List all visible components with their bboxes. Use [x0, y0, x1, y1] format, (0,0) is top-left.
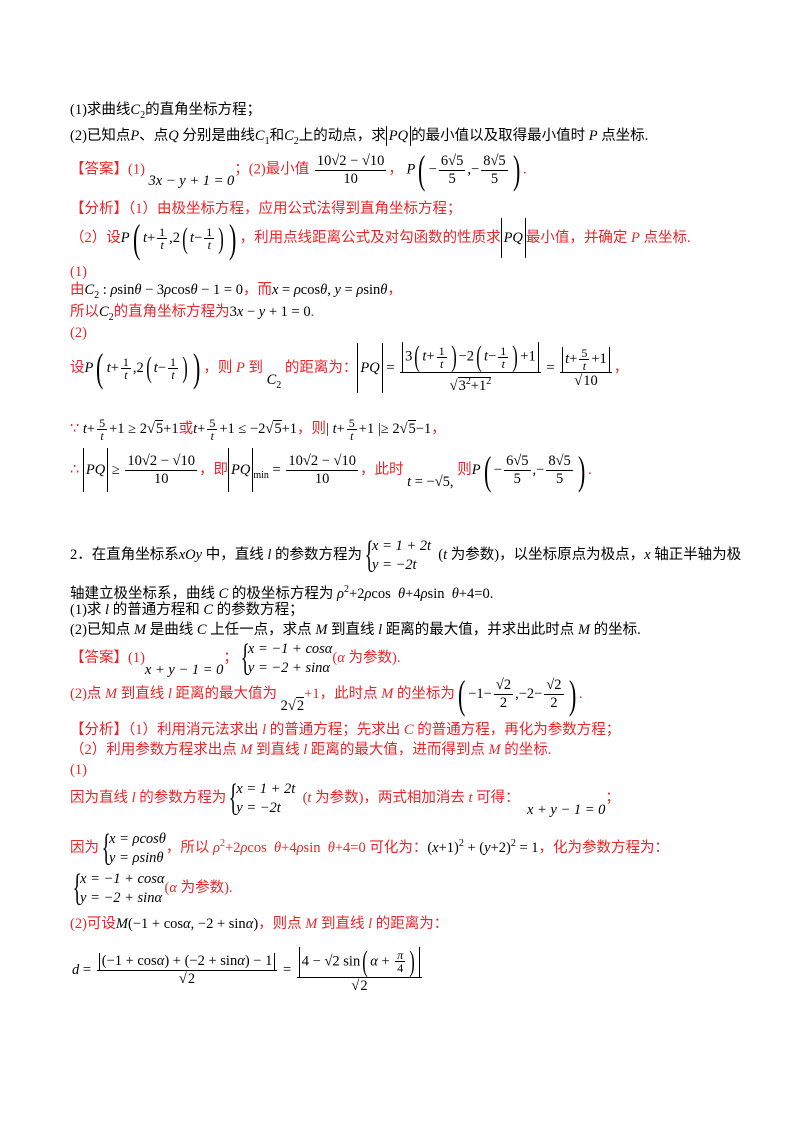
- p2-question-2: (2)已知点 M 是曲线 C 上任一点，求点 M 到直线 l 距离的最大值，并求…: [70, 622, 641, 638]
- p1-analysis-1: 【分析】（1）由极坐标方程，应用公式法得到直角坐标方程；: [70, 201, 462, 217]
- p2-question-1: (1)求 l 的普通方程和 C 的参数方程；: [70, 602, 304, 618]
- p2-sol2-line1: (2)可设M(−1 + cosα, −2 + sinα)，则点 M 到直线 l …: [70, 916, 449, 932]
- p2-answer-2: (2)点 M 到直线 l 距离的最大值为 2√2+1，此时点 M 的坐标为(−1…: [70, 671, 583, 717]
- p1-sol1-line2: 所以C2的直角坐标方程为3x − y + 1 = 0.: [70, 304, 315, 323]
- p1-answer: 【答案】(1) 3x − y + 1 = 0；(2)最小值 10√2 − √10…: [70, 150, 527, 200]
- p2-sol2-line2: d = (−1 + cosα) + (−2 + sinα) − 1√2 = 4 …: [72, 940, 424, 1000]
- p2-sol1-label: (1): [70, 762, 87, 778]
- p1-sol2-label: (2): [70, 325, 87, 341]
- p1-sol1-line1: 由C2 : ρsinθ − 3ρcosθ − 1 = 0，而x = ρcosθ,…: [70, 282, 402, 301]
- p2-stem-line2: 轴建立极坐标系，曲线 C 的极坐标方程为 ρ2+2ρcos θ+4ρsin θ+…: [70, 584, 494, 602]
- answer-label: 【答案】: [70, 161, 128, 178]
- answer-eq-1: 3x − y + 1 = 0: [148, 173, 235, 190]
- p1-question-1: (1)求曲线C2的直角坐标方程；: [70, 102, 262, 121]
- p2-stem-line1: 2．在直角坐标系xOy 中，直线 l 的参数方程为x = 1 + 2ty = −…: [70, 533, 741, 577]
- p2-analysis-1: 【分析】（1）利用消元法求出 l 的普通方程；先求出 C 的普通方程，再化为参数…: [70, 722, 621, 738]
- p1-sol1-label: (1): [70, 264, 87, 280]
- p2-analysis-2: （2）利用参数方程求出点 M 到直线 l 距离的最大值，进而得到点 M 的坐标.: [70, 742, 552, 758]
- p2-sol1-line1: 因为直线 l 的参数方程为x = 1 + 2ty = −2t (t 为参数)，两…: [70, 776, 620, 832]
